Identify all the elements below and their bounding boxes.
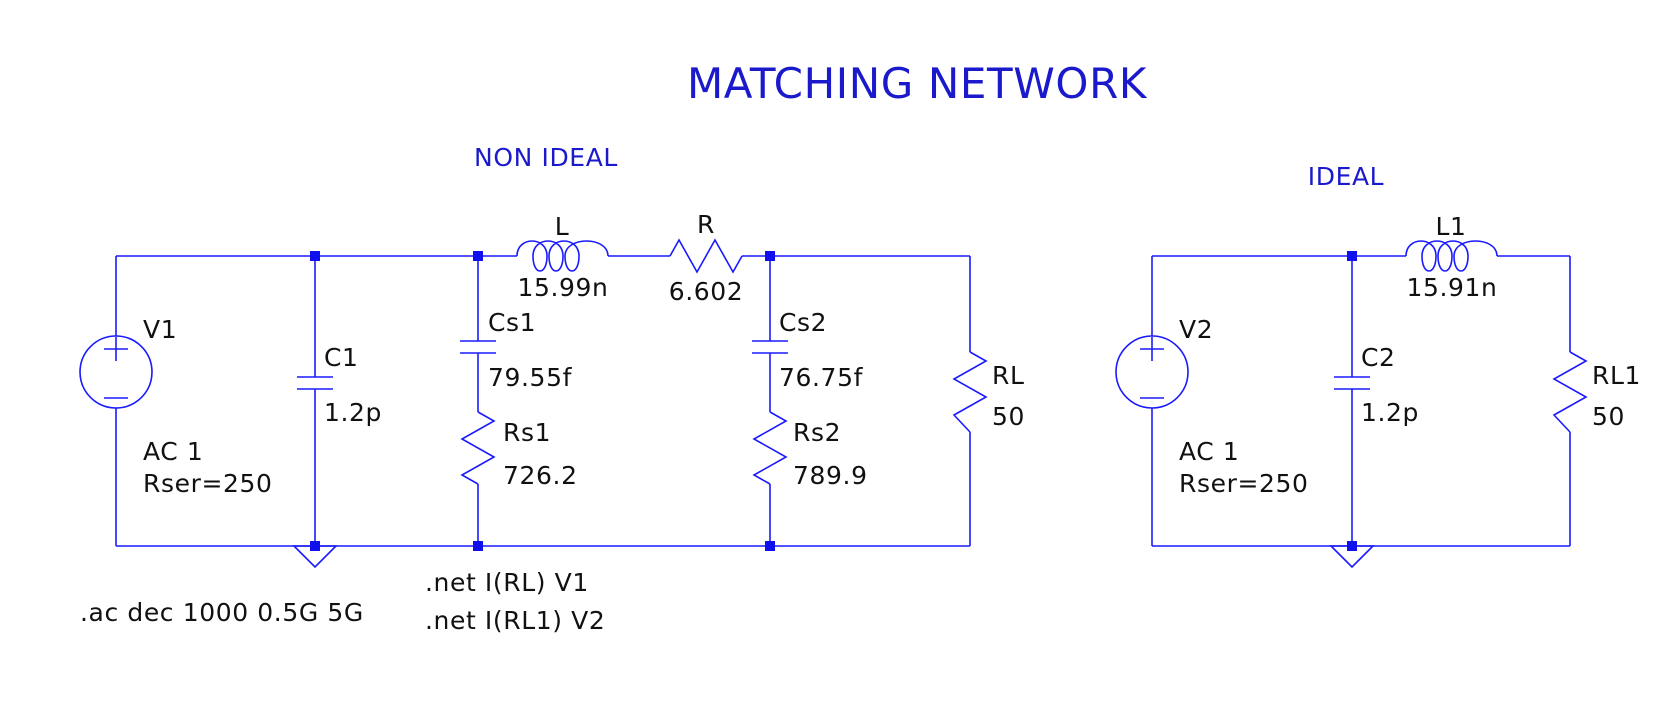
c1-value-label: 1.2p — [324, 398, 382, 427]
junction-dot — [1347, 251, 1357, 261]
inductor-l-icon[interactable] — [516, 240, 609, 272]
rl1-name-label: RL1 — [1592, 361, 1641, 390]
cs1-value-label: 79.55f — [488, 363, 573, 392]
resistor-rl1-icon[interactable] — [1552, 351, 1588, 433]
c1-name-label: C1 — [324, 343, 359, 372]
cs2-name-label: Cs2 — [779, 308, 827, 337]
v2-rser-label: Rser=250 — [1179, 469, 1309, 498]
resistor-rs2-icon[interactable] — [752, 411, 788, 485]
v1-ac-label: AC 1 — [143, 437, 203, 466]
rl-name-label: RL — [992, 361, 1025, 390]
v1-rser-label: Rser=250 — [143, 469, 273, 498]
ideal-junctions — [1347, 251, 1357, 551]
capacitor-cs2-icon[interactable] — [752, 340, 788, 354]
net-directive-2[interactable]: .net I(RL1) V2 — [425, 606, 605, 635]
non-ideal-wires — [115, 255, 971, 547]
v2-name-label: V2 — [1179, 315, 1213, 344]
v2-ac-label: AC 1 — [1179, 437, 1239, 466]
junction-dot — [310, 541, 320, 551]
rs2-value-label: 789.9 — [793, 461, 868, 490]
c2-value-label: 1.2p — [1361, 398, 1419, 427]
capacitor-c1-icon[interactable] — [297, 376, 333, 390]
ideal-wires — [1151, 255, 1571, 547]
voltage-source-v1-icon[interactable] — [79, 335, 153, 409]
inductor-l1-icon[interactable] — [1405, 240, 1498, 272]
capacitor-c2-icon[interactable] — [1334, 376, 1370, 390]
junction-dot — [1347, 541, 1357, 551]
net-directive-1[interactable]: .net I(RL) V1 — [425, 568, 589, 597]
junction-dot — [310, 251, 320, 261]
ac-directive[interactable]: .ac dec 1000 0.5G 5G — [80, 598, 364, 627]
resistor-rs1-icon[interactable] — [460, 411, 496, 485]
section-label-ideal: IDEAL — [1308, 162, 1384, 191]
l1-value-label: 15.91n — [1406, 273, 1497, 302]
rl-value-label: 50 — [992, 402, 1025, 431]
cs2-value-label: 76.75f — [779, 363, 864, 392]
rs1-value-label: 726.2 — [503, 461, 578, 490]
l-name-label: L — [555, 212, 570, 241]
junction-dot — [473, 541, 483, 551]
c2-name-label: C2 — [1361, 343, 1396, 372]
rs2-name-label: Rs2 — [793, 418, 841, 447]
resistor-r-icon[interactable] — [669, 238, 743, 274]
r-value-label: 6.602 — [669, 277, 744, 306]
voltage-source-v2-icon[interactable] — [1115, 335, 1189, 409]
resistor-rl-icon[interactable] — [952, 351, 988, 433]
junction-dot — [765, 251, 775, 261]
rs1-name-label: Rs1 — [503, 418, 551, 447]
section-label-non-ideal: NON IDEAL — [474, 143, 618, 172]
l1-name-label: L1 — [1435, 212, 1466, 241]
junction-dot — [765, 541, 775, 551]
junction-dot — [473, 251, 483, 261]
rl1-value-label: 50 — [1592, 402, 1625, 431]
cs1-name-label: Cs1 — [488, 308, 536, 337]
v1-name-label: V1 — [143, 315, 177, 344]
r-name-label: R — [697, 210, 715, 239]
capacitor-cs1-icon[interactable] — [460, 340, 496, 354]
page-title: MATCHING NETWORK — [687, 59, 1148, 108]
non-ideal-junctions — [310, 251, 775, 551]
l-value-label: 15.99n — [517, 273, 608, 302]
